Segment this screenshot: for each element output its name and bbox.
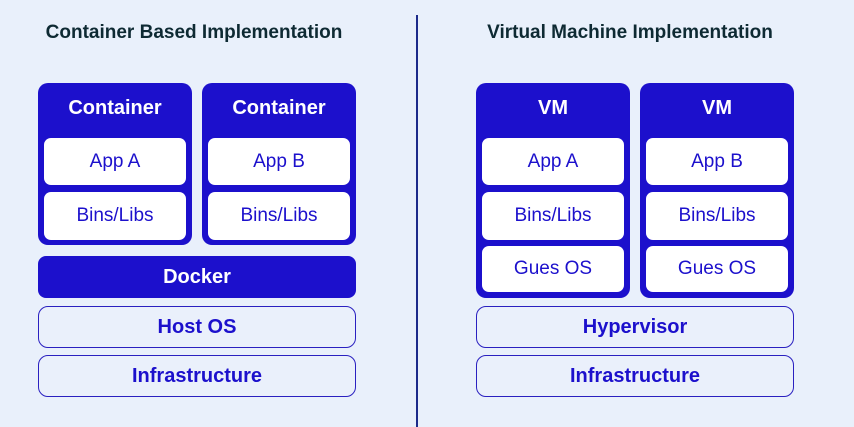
divider — [416, 15, 418, 427]
app-b-layer: App B — [208, 138, 350, 185]
vm-title: Virtual Machine Implementation — [487, 22, 773, 43]
infrastructure-layer: Infrastructure — [476, 355, 794, 397]
infrastructure-layer: Infrastructure — [38, 355, 356, 397]
bins-libs-layer: Bins/Libs — [208, 192, 350, 240]
host-os-layer: Host OS — [38, 306, 356, 348]
bins-libs-layer: Bins/Libs — [482, 192, 624, 240]
app-a-layer: App A — [44, 138, 186, 185]
docker-layer: Docker — [38, 256, 356, 298]
bins-libs-layer: Bins/Libs — [646, 192, 788, 240]
guest-os-layer: Gues OS — [646, 246, 788, 292]
app-b-layer: App B — [646, 138, 788, 185]
app-a-layer: App A — [482, 138, 624, 185]
bins-libs-layer: Bins/Libs — [44, 192, 186, 240]
container-title: Container Based Implementation — [45, 22, 343, 43]
hypervisor-layer: Hypervisor — [476, 306, 794, 348]
guest-os-layer: Gues OS — [482, 246, 624, 292]
